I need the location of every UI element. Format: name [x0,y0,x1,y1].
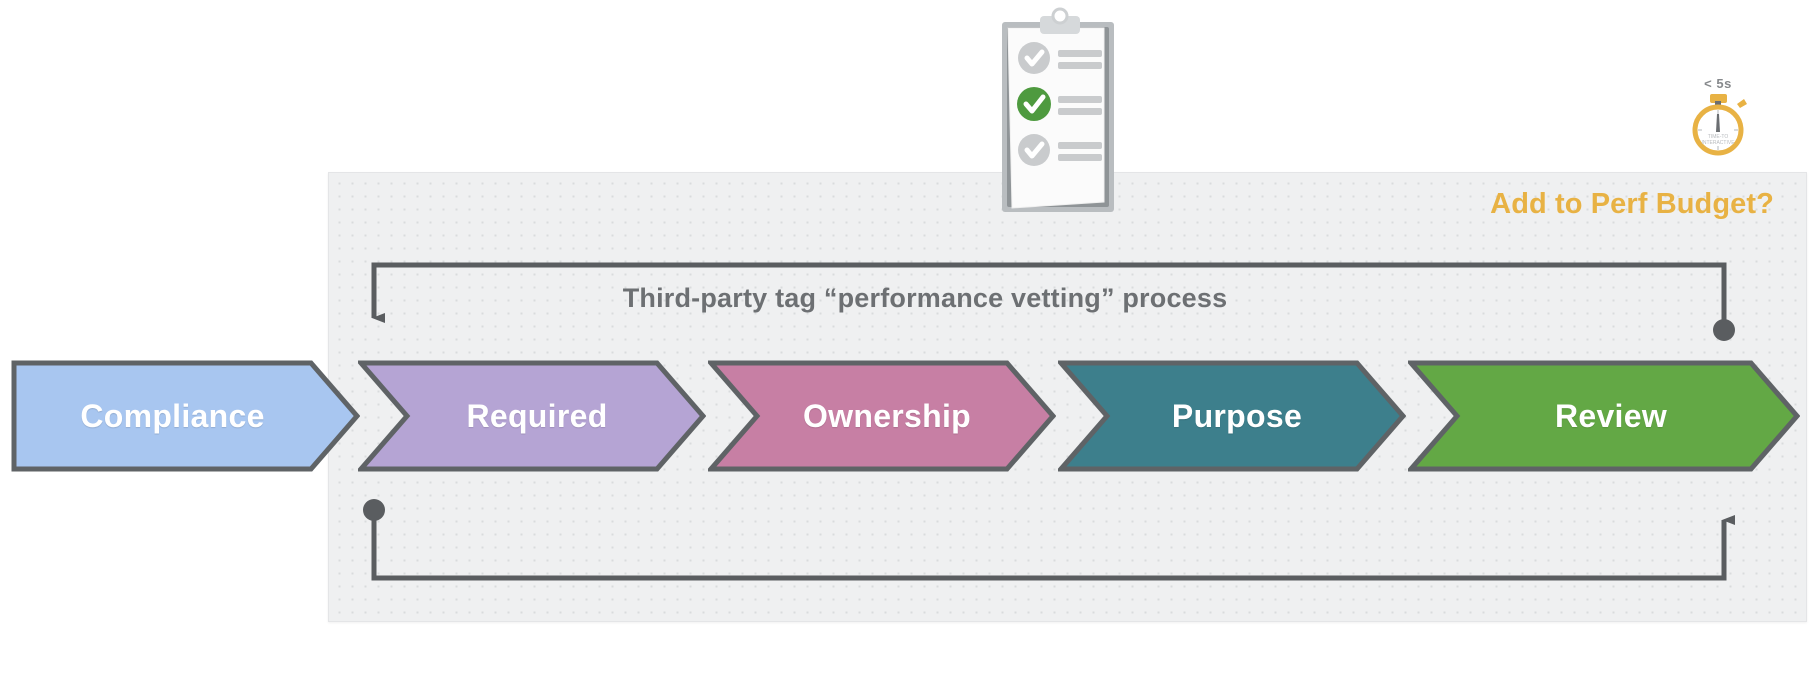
process-step-ownership[interactable]: Ownership [708,360,1056,472]
step-shape [1058,360,1406,472]
process-step-review[interactable]: Review [1408,360,1800,472]
process-step-compliance[interactable]: Compliance [11,360,360,472]
process-step-purpose[interactable]: Purpose [1058,360,1406,472]
step-shape [708,360,1056,472]
step-shape [11,360,360,472]
page-title: Third-party tag “performance vetting” pr… [0,283,1810,314]
process-step-required[interactable]: Required [358,360,706,472]
stopwatch-threshold-label: < 5s [1704,76,1732,91]
checklist-clipboard-icon [1002,7,1114,212]
step-shape [358,360,706,472]
step-label: Compliance [80,397,265,434]
stopwatch-face-line-1: TIME-TO [1708,134,1729,140]
step-label: Review [1554,397,1668,434]
process-steps: Compliance Required Ownership Purpose Re [0,360,1810,472]
step-label: Required [466,397,608,434]
step-label: Ownership [802,397,972,434]
process-title-text: Third-party tag “performance vetting” pr… [622,283,1228,313]
step-shape [1408,360,1800,472]
stopwatch-face-line-2: INTERACTIVE [1701,140,1735,146]
step-label: Purpose [1171,397,1303,434]
stopwatch-icon: TIME-TO INTERACTIVE [1692,94,1747,156]
check-icon-complete [1017,87,1051,121]
perf-budget-callout: Add to Perf Budget? [1490,188,1774,220]
